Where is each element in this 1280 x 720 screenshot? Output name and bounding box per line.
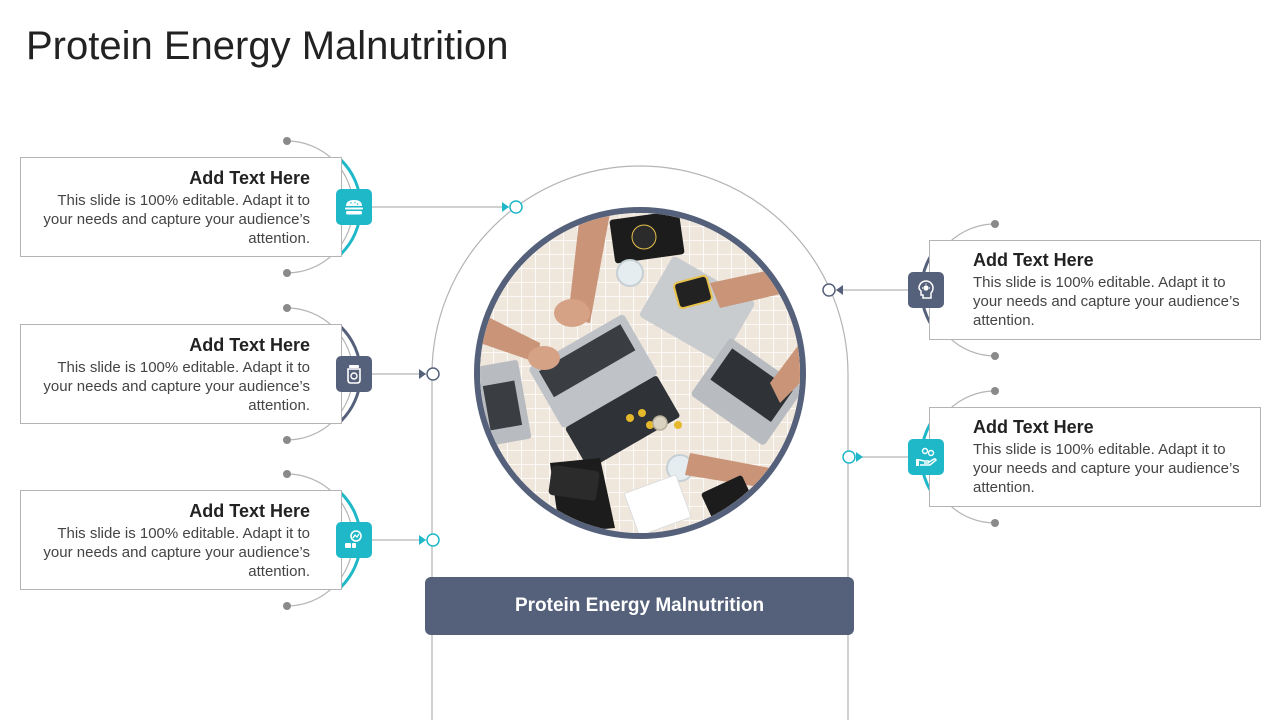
nutrition-chart-icon xyxy=(345,530,362,548)
item-2-icon-tile xyxy=(336,356,372,392)
hand-coins-icon xyxy=(916,447,937,466)
item-4-dot-bottom xyxy=(991,352,999,360)
food-jar-icon xyxy=(347,365,361,384)
item-5-dot-top xyxy=(991,387,999,395)
item-1-text-box: Add Text Here This slide is 100% editabl… xyxy=(20,157,342,257)
item-2-text-box: Add Text Here This slide is 100% editabl… xyxy=(20,324,342,424)
item-3-node xyxy=(426,533,440,547)
item-5-text-box: Add Text Here This slide is 100% editabl… xyxy=(929,407,1261,507)
item-2-body: This slide is 100% editable. Adapt it to… xyxy=(43,359,310,414)
item-1-node xyxy=(509,200,523,214)
photo-illustration xyxy=(480,213,800,533)
item-2-node xyxy=(426,367,440,381)
item-2-heading: Add Text Here xyxy=(189,335,310,355)
item-1-icon-tile xyxy=(336,189,372,225)
item-3-icon-tile xyxy=(336,522,372,558)
item-4-heading: Add Text Here xyxy=(973,250,1094,270)
item-3-text-box: Add Text Here This slide is 100% editabl… xyxy=(20,490,342,590)
burger-icon xyxy=(345,200,363,215)
item-1-dot-bottom xyxy=(283,269,291,277)
item-1-heading: Add Text Here xyxy=(189,168,310,188)
item-2-dot-top xyxy=(283,304,291,312)
slide-title: Protein Energy Malnutrition xyxy=(26,24,509,68)
item-5-heading: Add Text Here xyxy=(973,417,1094,437)
item-4-body: This slide is 100% editable. Adapt it to… xyxy=(973,274,1240,329)
item-5-dot-bottom xyxy=(991,519,999,527)
item-4-dot-top xyxy=(991,220,999,228)
item-2-dot-bottom xyxy=(283,436,291,444)
item-5-icon-tile xyxy=(908,439,944,475)
center-label-banner: Protein Energy Malnutrition xyxy=(425,577,854,635)
item-1-dot-top xyxy=(283,137,291,145)
item-3-dot-top xyxy=(283,470,291,478)
item-5-node xyxy=(842,450,856,464)
item-3-dot-bottom xyxy=(283,602,291,610)
lightbulb-head-icon xyxy=(918,280,934,299)
item-4-icon-tile xyxy=(908,272,944,308)
team-laptops-photo xyxy=(474,207,806,539)
item-3-body: This slide is 100% editable. Adapt it to… xyxy=(43,525,310,580)
item-3-heading: Add Text Here xyxy=(189,501,310,521)
item-5-body: This slide is 100% editable. Adapt it to… xyxy=(973,441,1240,496)
item-4-text-box: Add Text Here This slide is 100% editabl… xyxy=(929,240,1261,340)
item-4-node xyxy=(822,283,836,297)
item-1-body: This slide is 100% editable. Adapt it to… xyxy=(43,192,310,247)
